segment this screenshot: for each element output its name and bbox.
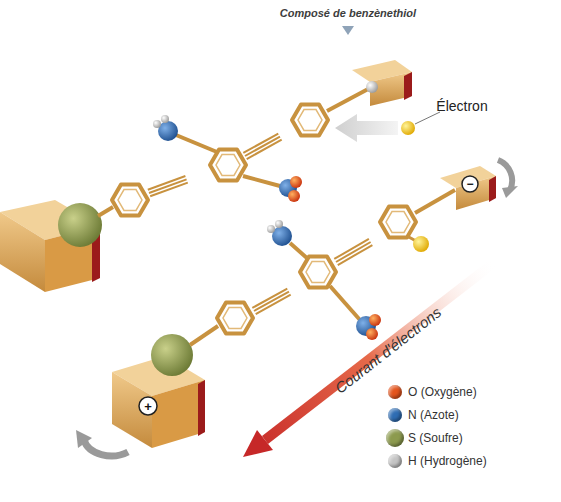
legend-text: H (Hydrogène) [408, 454, 487, 468]
legend-swatch [386, 429, 404, 447]
legend-swatch [388, 454, 402, 468]
heading-label: Composé de benzènethiol [280, 8, 416, 19]
legend-swatch [388, 408, 402, 422]
legend-text: O (Oxygène) [408, 385, 477, 399]
electron-label: Électron [436, 99, 487, 113]
charge-sign: − [466, 178, 473, 190]
current-label: Courant d'électrons [332, 304, 443, 396]
legend-text: N (Azote) [408, 408, 459, 422]
charge-sign: + [144, 400, 152, 413]
legend-swatch [388, 385, 402, 399]
legend-text: S (Soufre) [408, 431, 463, 445]
